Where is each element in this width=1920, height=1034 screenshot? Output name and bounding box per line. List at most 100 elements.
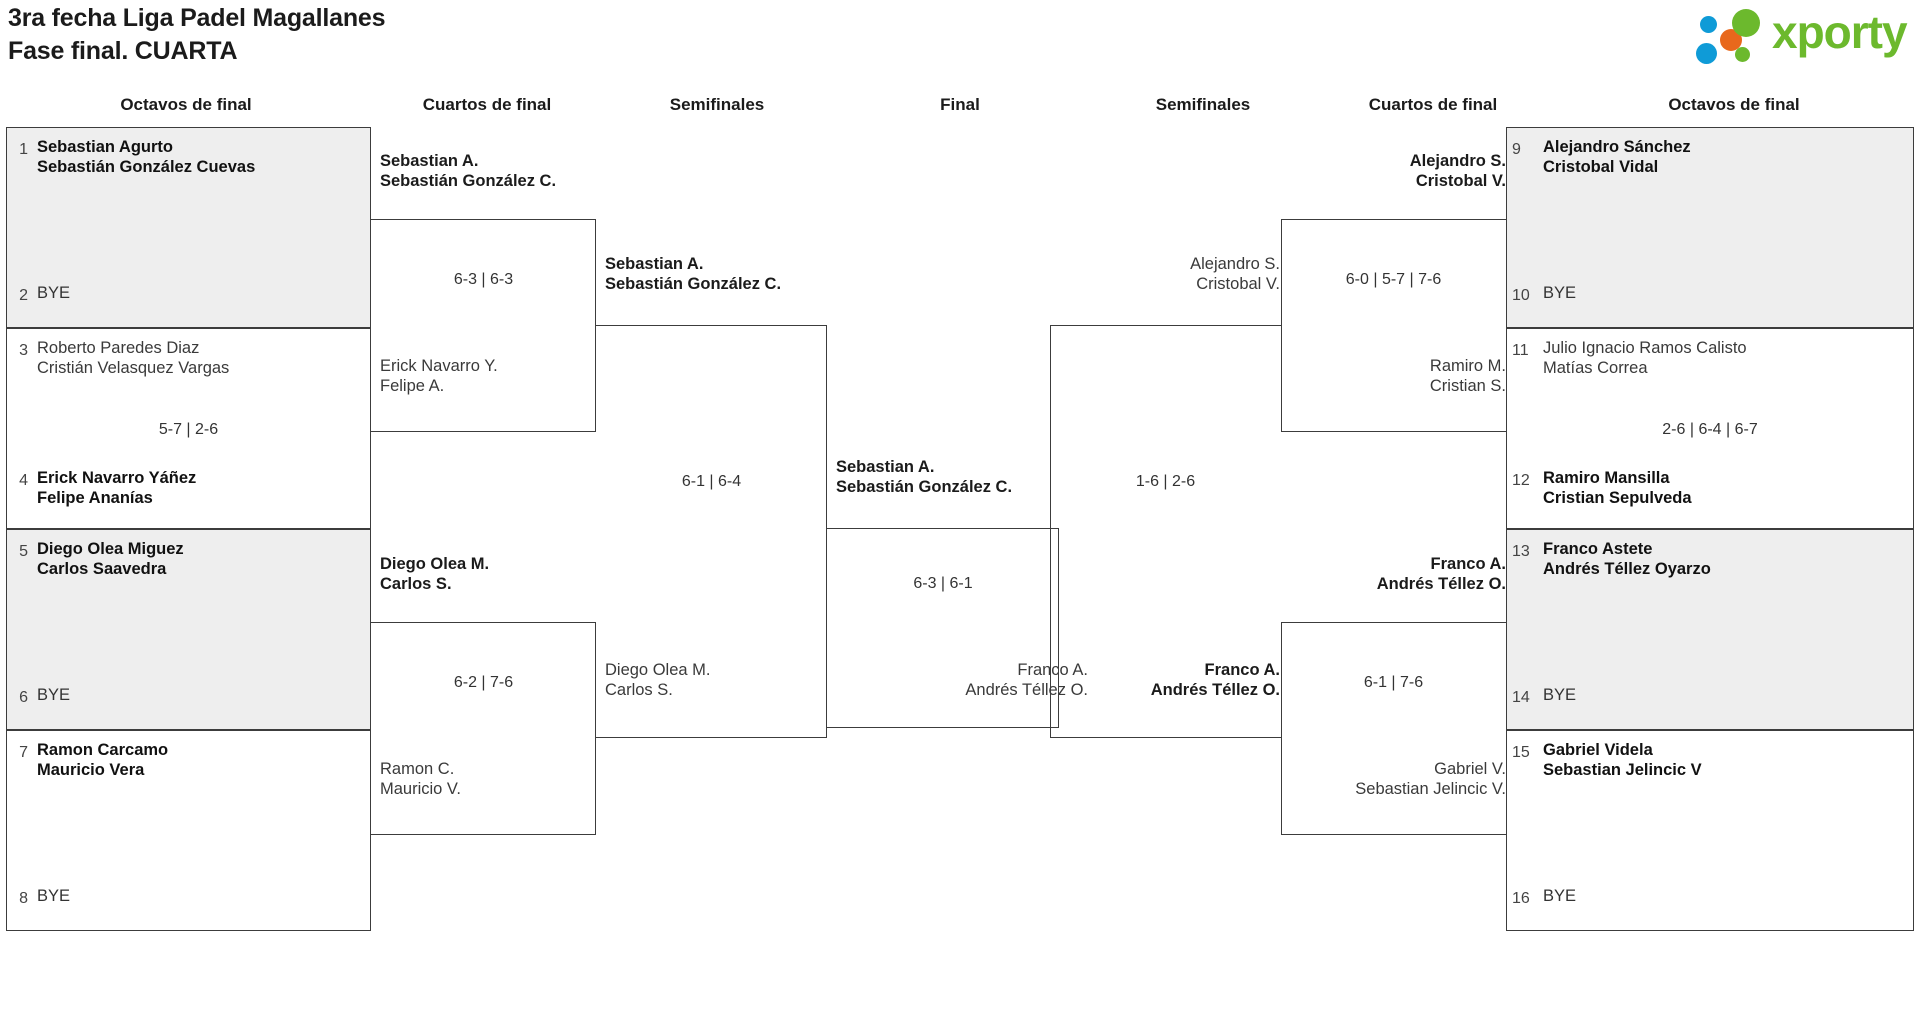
team-names: Julio Ignacio Ramos Calisto Matías Corre… xyxy=(1543,339,1747,377)
seed-number: 8 xyxy=(19,890,28,907)
cuartos-right-match-2-box[interactable] xyxy=(1281,622,1506,835)
team-names: Sebastian Agurto Sebastián González Cuev… xyxy=(37,138,256,176)
semis-right-1-top-label: Alejandro S. Cristobal V. xyxy=(1190,255,1280,293)
cuartos-left-2-score: 6-2 | 7-6 xyxy=(453,674,514,691)
seed-row-13[interactable]: 13 Franco Astete Andrés Téllez Oyarzo xyxy=(1512,540,1912,579)
semis-left-match-1-box[interactable] xyxy=(596,325,827,738)
seed-row-6[interactable]: 6 BYE xyxy=(6,686,371,707)
cuartos-right-1-bottom-label: Ramiro M. Cristian S. xyxy=(1429,357,1506,395)
cuartos-left-match-1-box[interactable] xyxy=(371,219,596,432)
semis-left-1-score: 6-1 | 6-4 xyxy=(681,473,742,490)
team-names: Alejandro Sánchez Cristobal Vidal xyxy=(1543,138,1691,176)
seed-row-12[interactable]: 12 Ramiro Mansilla Cristian Sepulveda xyxy=(1512,469,1912,508)
logo-dot-blue-bot xyxy=(1696,43,1717,64)
seed-row-7[interactable]: 7 Ramon Carcamo Mauricio Vera xyxy=(6,741,371,780)
final-score: 6-3 | 6-1 xyxy=(913,575,973,592)
team-names: Ramon Carcamo Mauricio Vera xyxy=(37,741,169,779)
team-names: Gabriel Videla Sebastian Jelincic V xyxy=(1543,741,1702,779)
team-names: BYE xyxy=(1543,686,1577,704)
team-names: BYE xyxy=(37,284,71,302)
octavos-right-match-11[interactable] xyxy=(1506,529,1914,730)
octavos-left-match-1[interactable] xyxy=(6,127,371,328)
team-names: Diego Olea Miguez Carlos Saavedra xyxy=(37,540,184,578)
seed-number: 5 xyxy=(19,543,28,560)
semis-left-1-top-label: Sebastian A. Sebastián González C. xyxy=(605,255,782,293)
round-header-semis-right: Semifinales xyxy=(1155,95,1251,114)
seed-row-2[interactable]: 2 BYE xyxy=(6,284,371,305)
seed-row-3[interactable]: 3 Roberto Paredes Diaz Cristián Velasque… xyxy=(6,339,371,378)
semis-left-1-bottom-label: Diego Olea M. Carlos S. xyxy=(605,661,711,699)
cuartos-left-1-bottom-label: Erick Navarro Y. Felipe A. xyxy=(380,357,498,395)
seed-row-15[interactable]: 15 Gabriel Videla Sebastian Jelincic V xyxy=(1512,741,1912,780)
logo-dot-green-big xyxy=(1732,9,1760,37)
round-header-octavos-left: Octavos de final xyxy=(120,95,252,114)
team-names: BYE xyxy=(37,686,71,704)
team-names: Franco Astete Andrés Téllez Oyarzo xyxy=(1543,540,1711,578)
seed-number: 14 xyxy=(1512,689,1530,706)
logo-dot-green-small xyxy=(1735,47,1750,62)
page-title: 3ra fecha Liga Padel Magallanes Fase fin… xyxy=(8,2,385,68)
seed-row-14[interactable]: 14 BYE xyxy=(1512,686,1912,707)
seed-number: 15 xyxy=(1512,744,1530,761)
octavos-left-match-4[interactable] xyxy=(6,730,371,931)
cuartos-right-1-top-label: Alejandro S. Cristobal V. xyxy=(1409,152,1506,190)
final-top-label: Sebastian A. Sebastián González C. xyxy=(836,458,1013,496)
seed-number: 7 xyxy=(19,744,28,761)
team-names: BYE xyxy=(37,887,71,905)
seed-number: 4 xyxy=(19,472,28,489)
xporty-logo[interactable]: xporty xyxy=(1696,6,1912,64)
seed-number: 16 xyxy=(1512,890,1530,907)
page-title-line2: Fase final. CUARTA xyxy=(8,37,238,65)
round-header-cuartos-left: Cuartos de final xyxy=(422,95,552,114)
octavos-left-match-2[interactable] xyxy=(6,328,371,529)
final-bottom-label: Franco A. Andrés Téllez O. xyxy=(965,661,1088,699)
team-names: Erick Navarro Yáñez Felipe Ananías xyxy=(37,469,197,507)
round-header-cuartos-right: Cuartos de final xyxy=(1368,95,1498,114)
cuartos-left-1-score: 6-3 | 6-3 xyxy=(453,271,514,288)
octavos-right-match-9[interactable] xyxy=(1506,127,1914,328)
seed-row-10[interactable]: 10 BYE xyxy=(1512,284,1912,305)
seed-row-11[interactable]: 11 Julio Ignacio Ramos Calisto Matías Co… xyxy=(1512,339,1912,378)
seed-row-1[interactable]: 1 Sebastian Agurto Sebastián González Cu… xyxy=(6,138,371,177)
octavos-right-score-10: 2-6 | 6-4 | 6-7 xyxy=(1662,421,1758,438)
cuartos-right-match-1-box[interactable] xyxy=(1281,219,1506,432)
semis-right-1-score: 1-6 | 2-6 xyxy=(1135,473,1196,490)
cuartos-right-2-score: 6-1 | 7-6 xyxy=(1363,674,1424,691)
cuartos-right-2-bottom-label: Gabriel V. Sebastian Jelincic V. xyxy=(1355,760,1506,798)
cuartos-left-2-top-label: Diego Olea M. Carlos S. xyxy=(380,555,490,593)
semis-right-match-1-box[interactable] xyxy=(1050,325,1281,738)
cuartos-right-1-score: 6-0 | 5-7 | 7-6 xyxy=(1345,271,1442,288)
octavos-left-match-3[interactable] xyxy=(6,529,371,730)
round-header-octavos-right: Octavos de final xyxy=(1668,95,1800,114)
octavos-right-match-10[interactable] xyxy=(1506,328,1914,529)
seed-number: 2 xyxy=(19,287,28,304)
seed-number: 12 xyxy=(1512,472,1530,489)
seed-number: 3 xyxy=(19,342,28,359)
team-names: Roberto Paredes Diaz Cristián Velasquez … xyxy=(37,339,230,377)
cuartos-left-2-bottom-label: Ramon C. Mauricio V. xyxy=(380,760,462,798)
octavos-left-score-2: 5-7 | 2-6 xyxy=(158,421,219,438)
seed-number: 6 xyxy=(19,689,28,706)
cuartos-left-1-top-label: Sebastian A. Sebastián González C. xyxy=(380,152,557,190)
seed-row-16[interactable]: 16 BYE xyxy=(1512,887,1912,908)
final-match-box[interactable] xyxy=(827,528,1059,728)
seed-row-8[interactable]: 8 BYE xyxy=(6,887,371,908)
seed-number: 10 xyxy=(1512,287,1530,304)
page-title-line1: 3ra fecha Liga Padel Magallanes xyxy=(8,4,386,32)
seed-number: 13 xyxy=(1512,543,1530,560)
seed-number: 1 xyxy=(19,141,28,158)
octavos-right-match-12[interactable] xyxy=(1506,730,1914,931)
team-names: BYE xyxy=(1543,284,1577,302)
seed-number: 9 xyxy=(1512,141,1521,158)
logo-dot-orange xyxy=(1720,29,1742,51)
cuartos-left-match-2-box[interactable] xyxy=(371,622,596,835)
team-names: BYE xyxy=(1543,887,1577,905)
seed-row-5[interactable]: 5 Diego Olea Miguez Carlos Saavedra xyxy=(6,540,371,579)
cuartos-right-2-top-label: Franco A. Andrés Téllez O. xyxy=(1376,555,1506,593)
semis-right-1-bottom-label: Franco A. Andrés Téllez O. xyxy=(1150,661,1280,699)
round-header-semis-left: Semifinales xyxy=(669,95,765,114)
round-header-final: Final xyxy=(940,95,980,114)
seed-row-9[interactable]: 9 Alejandro Sánchez Cristobal Vidal xyxy=(1512,138,1912,177)
seed-row-4[interactable]: 4 Erick Navarro Yáñez Felipe Ananías xyxy=(6,469,371,508)
team-names: Ramiro Mansilla Cristian Sepulveda xyxy=(1543,469,1692,507)
